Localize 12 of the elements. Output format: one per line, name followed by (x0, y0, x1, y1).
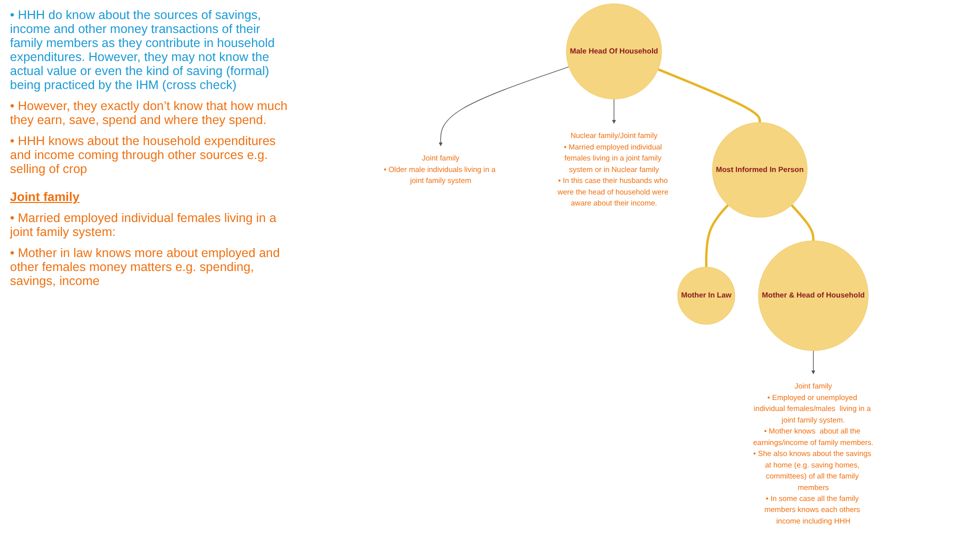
note-text: • Married employed individual females living in a joint family system: (10, 211, 278, 239)
arrow (811, 350, 816, 374)
connector (705, 204, 729, 267)
note-text: • HHH do know about the sources of savings, income and other money transactions of their family members as they contribute in household expenditures. However, they may not know the actual value or even the kind of saving (formal) being practiced by the IHM (cross check) (10, 8, 276, 92)
note-text: • HHH knows about the household expenditures and income coming through other sources e.g. selling of crop (10, 134, 277, 176)
arrow (438, 66, 570, 146)
connector (658, 68, 761, 122)
connector (790, 204, 814, 241)
note-text: • However, they exactly don’t know that how much they earn, save, spend and where they spend. (10, 99, 288, 127)
note-text: • Mother in law knows more about employed and other females money matters e.g. spending, savings, income (10, 246, 281, 288)
arrow (612, 98, 616, 124)
heading: Joint family (10, 190, 80, 204)
